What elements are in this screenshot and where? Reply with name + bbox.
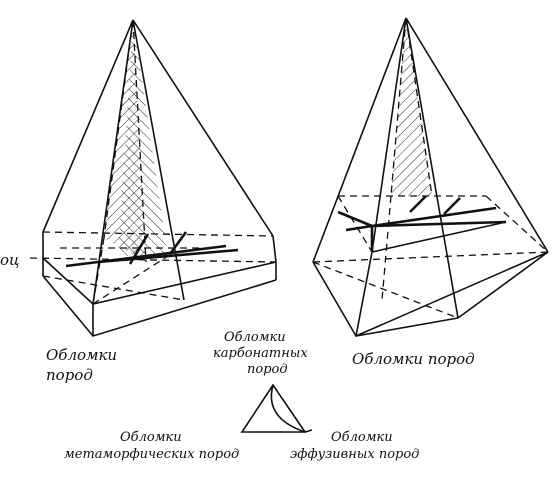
right-pyramid <box>312 17 549 338</box>
center-top-label-line3: пород <box>247 362 288 377</box>
small-left-label-line2: метаморфических пород <box>64 447 239 462</box>
small-triangle <box>240 383 313 433</box>
left-hatched-plane-b <box>118 20 168 256</box>
left-bottom-label-line1: Обломки <box>46 346 117 364</box>
center-top-label-line1: Обломки <box>224 330 286 345</box>
right-hatched-plane <box>391 18 432 196</box>
right-bottom-label: Обломки пород <box>352 350 475 368</box>
small-right-label-line2: эффузивных пород <box>290 447 419 462</box>
left-pyramid <box>29 19 277 337</box>
small-left-label-line1: Обломки <box>120 430 182 445</box>
center-top-label-line2: карбонатных <box>213 346 308 361</box>
left-bottom-label-line2: пород <box>46 366 93 384</box>
small-right-label-line1: Обломки <box>331 430 393 445</box>
left-side-fragment-label: оц <box>0 251 20 269</box>
